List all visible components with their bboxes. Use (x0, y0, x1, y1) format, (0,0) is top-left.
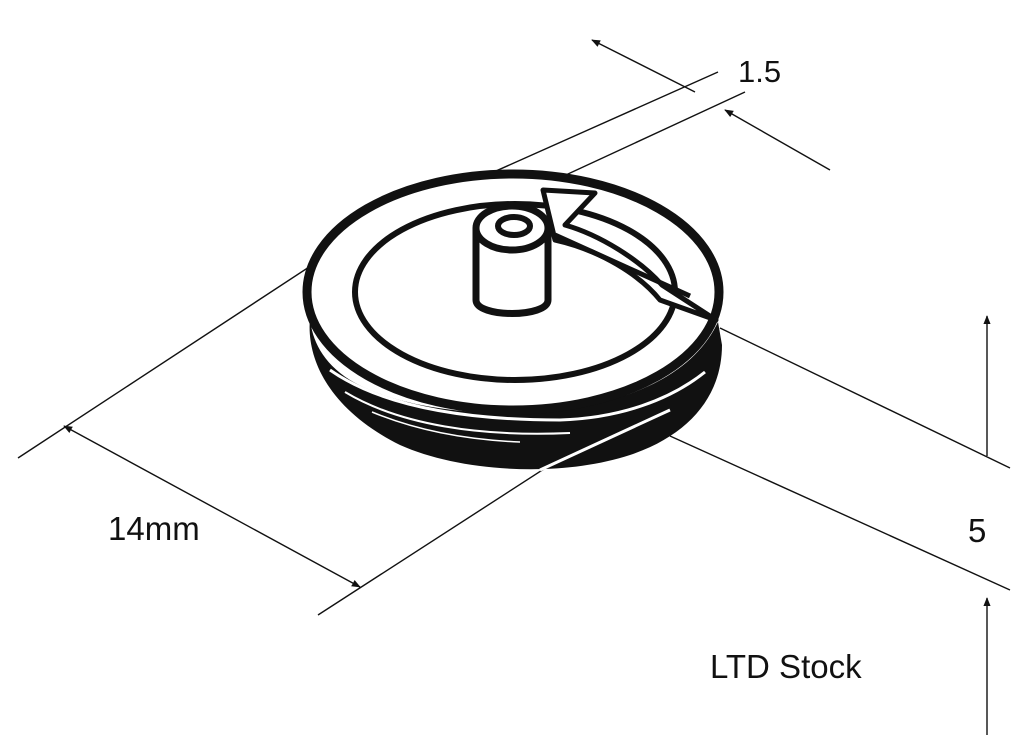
stock-note-label: LTD Stock (710, 648, 862, 685)
diameter-dimension-label: 14mm (108, 510, 200, 547)
thickness-arrow-left (591, 39, 696, 93)
disc-side-highlight-2 (344, 391, 571, 435)
height-dimension-label: 5 (968, 512, 987, 549)
thickness-extension-line-right (554, 91, 746, 181)
diameter-dimension-line (63, 425, 361, 588)
thickness-arrow-right (724, 109, 831, 171)
dimension-lines (17, 39, 1011, 735)
disc-part (302, 169, 724, 472)
height-extension-line-bottom (669, 435, 1011, 591)
height-extension-line-top (719, 327, 1011, 469)
disc-side-highlight-3 (371, 411, 521, 443)
disc-side-highlight-1 (329, 368, 706, 422)
boss-hole (495, 214, 533, 238)
thickness-dimension-label: 1.5 (738, 54, 782, 89)
disc-side-highlight-4 (539, 408, 671, 472)
disc-side-band (309, 318, 722, 470)
diameter-extension-line-back (17, 249, 336, 459)
disc-slot-edge (553, 232, 692, 299)
